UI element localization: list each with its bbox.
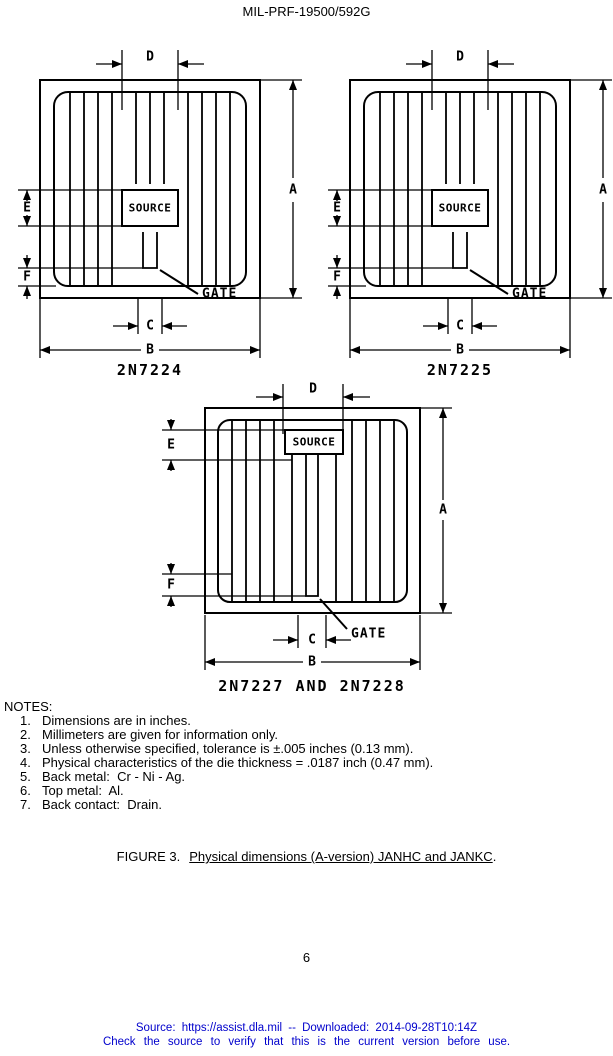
dim-label-d: D (146, 50, 154, 65)
note-item-7: 7. Back contact: Drain. (20, 798, 608, 812)
note-item-6: 6. Top metal: Al. (20, 784, 608, 798)
gate-finger (142, 232, 158, 269)
metallization-fingers (379, 92, 541, 286)
dim-label-b: B (308, 655, 316, 670)
gate-leader-line (469, 269, 509, 295)
gate-finger (452, 232, 468, 269)
dim-label-e: E (167, 438, 175, 453)
figure-caption: FIGURE 3. Physical dimensions (A-version)… (0, 849, 613, 864)
figure-caption-label: FIGURE 3. (116, 849, 181, 864)
note-number: 5. (20, 769, 31, 784)
note-number: 4. (20, 755, 31, 770)
note-text: Top metal: Al. (42, 783, 124, 798)
note-text: Back contact: Drain. (42, 797, 162, 812)
figure-caption-title: Physical dimensions (A-version) JANHC an… (189, 849, 493, 864)
note-number: 6. (20, 783, 31, 798)
note-text: Physical characteristics of the die thic… (42, 755, 434, 770)
note-text: Unless otherwise specified, tolerance is… (42, 741, 414, 756)
drawing-labels: D E F A B C SOURCE GATE 2N7227 AND 2N722… (167, 382, 447, 696)
note-item-4: 4. Physical characteristics of the die t… (20, 756, 608, 770)
metallization-fingers (69, 92, 231, 286)
download-footer: Source: https://assist.dla.mil -- Downlo… (0, 1022, 613, 1049)
notes-section: NOTES: 1. Dimensions are in inches. 2. M… (4, 700, 608, 812)
figure-name-2n7224: 2N7224 (117, 361, 183, 379)
notes-heading: NOTES: (4, 699, 53, 714)
note-item-1: 1. Dimensions are in inches. (20, 714, 608, 728)
dim-label-b: B (146, 343, 154, 358)
source-label: SOURCE (293, 436, 336, 449)
note-item-3: 3. Unless otherwise specified, tolerance… (20, 742, 608, 756)
gate-label: GATE (202, 287, 237, 302)
dim-label-a: A (599, 183, 607, 198)
note-item-5: 5. Back metal: Cr - Ni - Ag. (20, 770, 608, 784)
note-text: Dimensions are in inches. (42, 713, 191, 728)
metallization-fingers (231, 420, 395, 602)
dim-label-e: E (333, 201, 341, 216)
note-text: Millimeters are given for information on… (42, 727, 279, 742)
die-drawing-2n7225: D E F A B C SOURCE GATE 2N7225 (328, 50, 612, 380)
dim-label-e: E (23, 201, 31, 216)
figure-name-2n7227-2n7228: 2N7227 AND 2N7228 (218, 677, 406, 695)
dim-label-a: A (289, 183, 297, 198)
drawing-labels: D E F A B C SOURCE GATE 2N7224 (23, 50, 297, 380)
dim-label-d: D (456, 50, 464, 65)
note-number: 3. (20, 741, 31, 756)
doc-number-header: MIL-PRF-19500/592G (242, 4, 371, 19)
page-number: 6 (302, 950, 311, 965)
gate-finger (305, 454, 319, 597)
dim-label-f: F (167, 578, 175, 593)
source-label: SOURCE (439, 202, 482, 215)
source-pad (431, 189, 489, 227)
gate-leader-line (159, 269, 199, 295)
dim-label-f: F (23, 270, 31, 285)
footer-source-line: Source: https://assist.dla.mil -- Downlo… (135, 1022, 478, 1034)
dim-label-b: B (456, 343, 464, 358)
dim-label-d: D (309, 382, 317, 397)
gate-label: GATE (351, 627, 386, 642)
dimension-lines (18, 50, 302, 358)
die-drawing-2n7224: D E F A B C SOURCE GATE 2N7224 (18, 50, 302, 380)
note-number: 2. (20, 727, 31, 742)
dim-label-c: C (146, 319, 154, 334)
figure-caption-period: . (492, 849, 497, 864)
source-pad (121, 189, 179, 227)
dimension-lines (328, 50, 612, 358)
die-drawing-2n7227-2n7228: D E F A B C SOURCE GATE 2N7227 AND 2N722… (162, 382, 452, 696)
source-pad (284, 429, 344, 455)
dimension-lines (162, 384, 452, 670)
note-number: 1. (20, 713, 31, 728)
dim-label-c: C (308, 633, 316, 648)
gate-label: GATE (512, 287, 547, 302)
footer-warning-line: Check the source to verify that this is … (102, 1035, 511, 1048)
figure-name-2n7225: 2N7225 (427, 361, 493, 379)
note-item-2: 2. Millimeters are given for information… (20, 728, 608, 742)
note-number: 7. (20, 797, 31, 812)
drawing-labels: D E F A B C SOURCE GATE 2N7225 (333, 50, 607, 380)
source-label: SOURCE (129, 202, 172, 215)
dim-label-a: A (439, 503, 447, 518)
note-text: Back metal: Cr - Ni - Ag. (42, 769, 186, 784)
dim-label-f: F (333, 270, 341, 285)
dim-label-c: C (456, 319, 464, 334)
gate-leader-line (319, 598, 348, 630)
